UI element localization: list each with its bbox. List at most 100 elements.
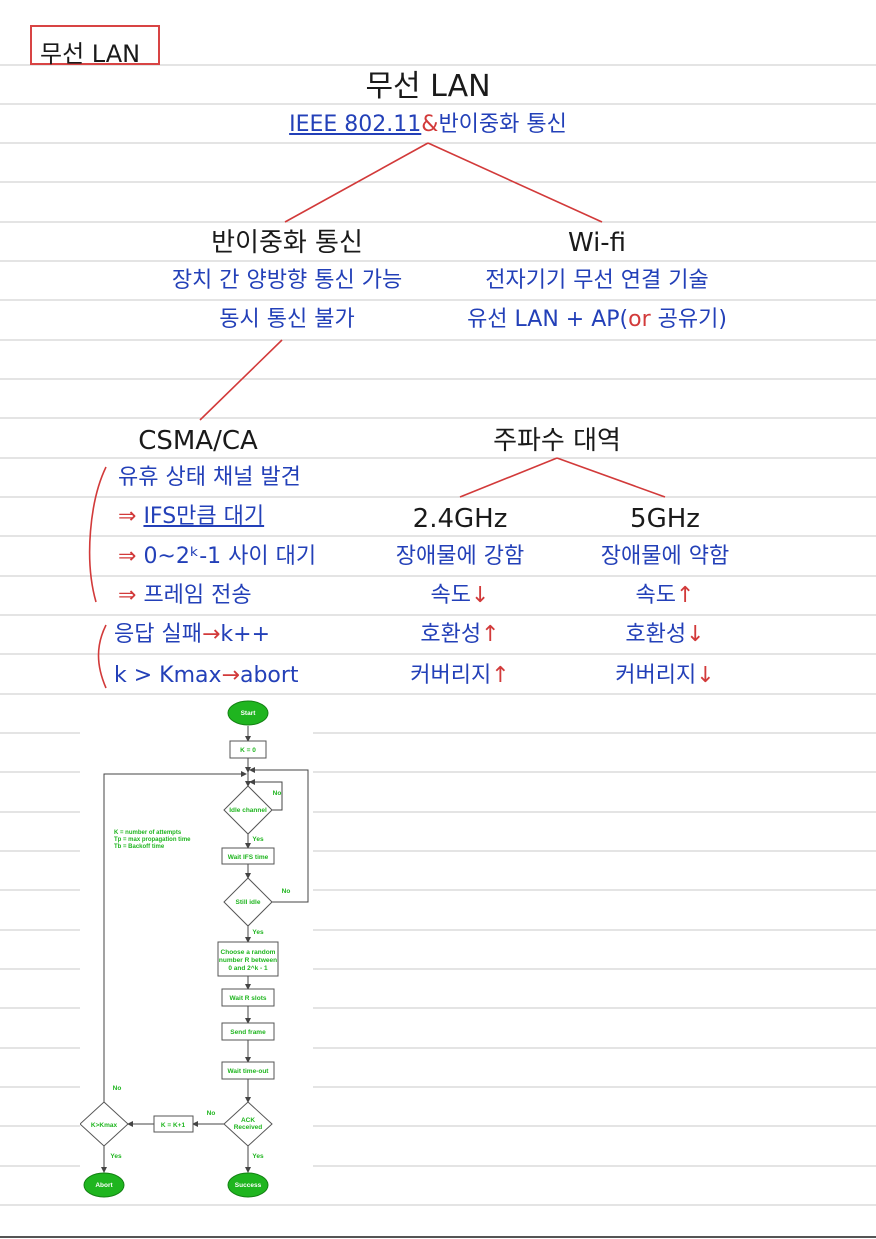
k0-box [229,740,267,759]
ack-decision [223,1101,273,1147]
fc-yes-3: Yes [252,1153,264,1160]
arrow-up-icon: ↑ [676,583,695,608]
success-node [227,1172,269,1198]
fc-choose-3: 0 and 2^k - 1 [228,964,268,972]
wifi-line2-or: or [628,307,651,332]
fc-still-idle: Still idle [236,899,261,906]
band2-speed-text: 속도 [635,583,677,608]
subtitle-ampersand: & [421,112,439,137]
wifi-line2-b: 공유기) [650,307,727,332]
send-box [221,1022,275,1041]
band1-compat: 호환성↑ [420,624,499,646]
arrow-icon: ⇒ [118,504,137,529]
band1-coverage-text: 커버리지 [410,663,492,688]
band2-coverage: 커버리지↓ [615,665,714,687]
fc-legend-1: K = number of attempts [114,830,182,836]
still-idle-decision [223,877,273,927]
arrow-down-icon: ↓ [696,663,715,688]
arrow-right-icon: → [201,622,221,647]
csma-step2-text: IFS만큼 대기 [143,504,265,529]
arrow-icon: ⇒ [118,544,137,569]
fc-legend-2: Tp = max propagation time [114,837,191,843]
arrow-right-icon: → [221,663,240,688]
wifi-line1: 전자기기 무선 연결 기술 [485,268,709,293]
csma-cond-text: k > Kmax [114,663,222,688]
kk1-box [153,1115,194,1133]
csma-step1: 유휴 상태 채널 발견 [118,465,301,490]
band2-compat: 호환성↓ [625,624,704,646]
fc-k0: K = 0 [240,747,256,754]
csma-fail-text: 응답 실패 [114,622,202,647]
fc-no-1: No [273,790,282,797]
csma-cond-result: abort [239,663,299,688]
note-title-box: 무선 LAN [30,25,160,68]
csma-step2: ⇒ IFS만큼 대기 [118,506,264,528]
fc-no-2: No [282,888,291,895]
wait-ifs-box [221,847,275,865]
abort-node [83,1172,125,1198]
fc-ack-1: ACK [241,1117,255,1124]
fc-kmax: K>Kmax [91,1122,118,1129]
main-subtitle: IEEE 802.11&반이중화 통신 [289,114,567,136]
csma-step3: ⇒ 0~2ᵏ-1 사이 대기 [118,546,316,568]
wifi-line2-a: 유선 LAN + AP( [467,307,629,332]
fc-abort: Abort [95,1182,113,1189]
csma-step4: ⇒ 프레임 전송 [118,585,252,607]
band2-speed: 속도↑ [636,585,695,607]
fc-no-3: No [207,1110,216,1117]
arrow-up-icon: ↑ [481,622,500,647]
band1-compat-text: 호환성 [420,622,482,647]
arrow-down-icon: ↓ [686,622,705,647]
note-title: 무선 LAN [40,40,141,68]
band2-label: 5GHz [630,504,700,534]
fc-choose-2: number R between [219,957,277,964]
band2-coverage-text: 커버리지 [615,663,697,688]
kmax-decision [80,1101,129,1147]
csma-fail-result: k++ [220,622,271,647]
fc-no-4: No [113,1085,122,1092]
band1-speed: 속도↓ [431,585,490,607]
csma-step3-text: 0~2ᵏ-1 사이 대기 [143,544,317,569]
fc-yes-4: Yes [110,1153,122,1160]
wifi-heading: Wi-fi [567,228,627,258]
csma-heading: CSMA/CA [138,426,258,456]
arrow-icon: ⇒ [118,583,137,608]
band2-obstacle: 장애물에 약함 [600,544,730,569]
subtitle-ieee: IEEE 802.11 [289,112,422,137]
arrow-up-icon: ↑ [491,663,510,688]
half-duplex-heading: 반이중화 통신 [211,228,363,258]
fc-legend-3: Tb = Backoff time [114,844,165,850]
timeout-box [221,1061,275,1080]
fc-wait-ifs: Wait IFS time [228,854,269,861]
fc-idle: Idle channel [229,807,267,814]
wifi-line2: 유선 LAN + AP(or 공유기) [467,309,727,331]
csma-ca-flowchart: Start K = 0 Idle channel No Yes Wait IFS… [80,698,313,1198]
band1-label: 2.4GHz [412,504,508,534]
freq-heading: 주파수 대역 [493,426,621,456]
fc-timeout: Wait time-out [228,1068,270,1075]
choose-box [217,941,279,977]
half-duplex-line1: 장치 간 양방향 통신 가능 [171,268,403,293]
fc-choose-1: Choose a random [221,949,276,956]
band2-compat-text: 호환성 [625,622,687,647]
csma-cond: k > Kmax→abort [114,665,299,687]
fc-start: Start [241,710,257,717]
arrow-down-icon: ↓ [471,583,490,608]
main-title: 무선 LAN [365,69,491,104]
band1-coverage: 커버리지↑ [410,665,509,687]
fc-kk1: K = K+1 [161,1122,186,1129]
fc-success: Success [235,1182,262,1189]
csma-step4-text: 프레임 전송 [143,583,252,608]
tree-connectors [88,142,666,689]
fc-yes-2: Yes [252,929,264,936]
half-duplex-line2: 동시 통신 불가 [219,307,355,332]
fc-ack-2: Received [234,1124,263,1131]
subtitle-half-duplex: 반이중화 통신 [438,112,567,137]
fc-send: Send frame [230,1029,266,1036]
fc-yes-1: Yes [252,836,264,843]
band1-speed-text: 속도 [430,583,472,608]
fc-wait-r: Wait R slots [230,995,267,1002]
band1-obstacle: 장애물에 강함 [395,544,525,569]
idle-decision [223,785,273,835]
